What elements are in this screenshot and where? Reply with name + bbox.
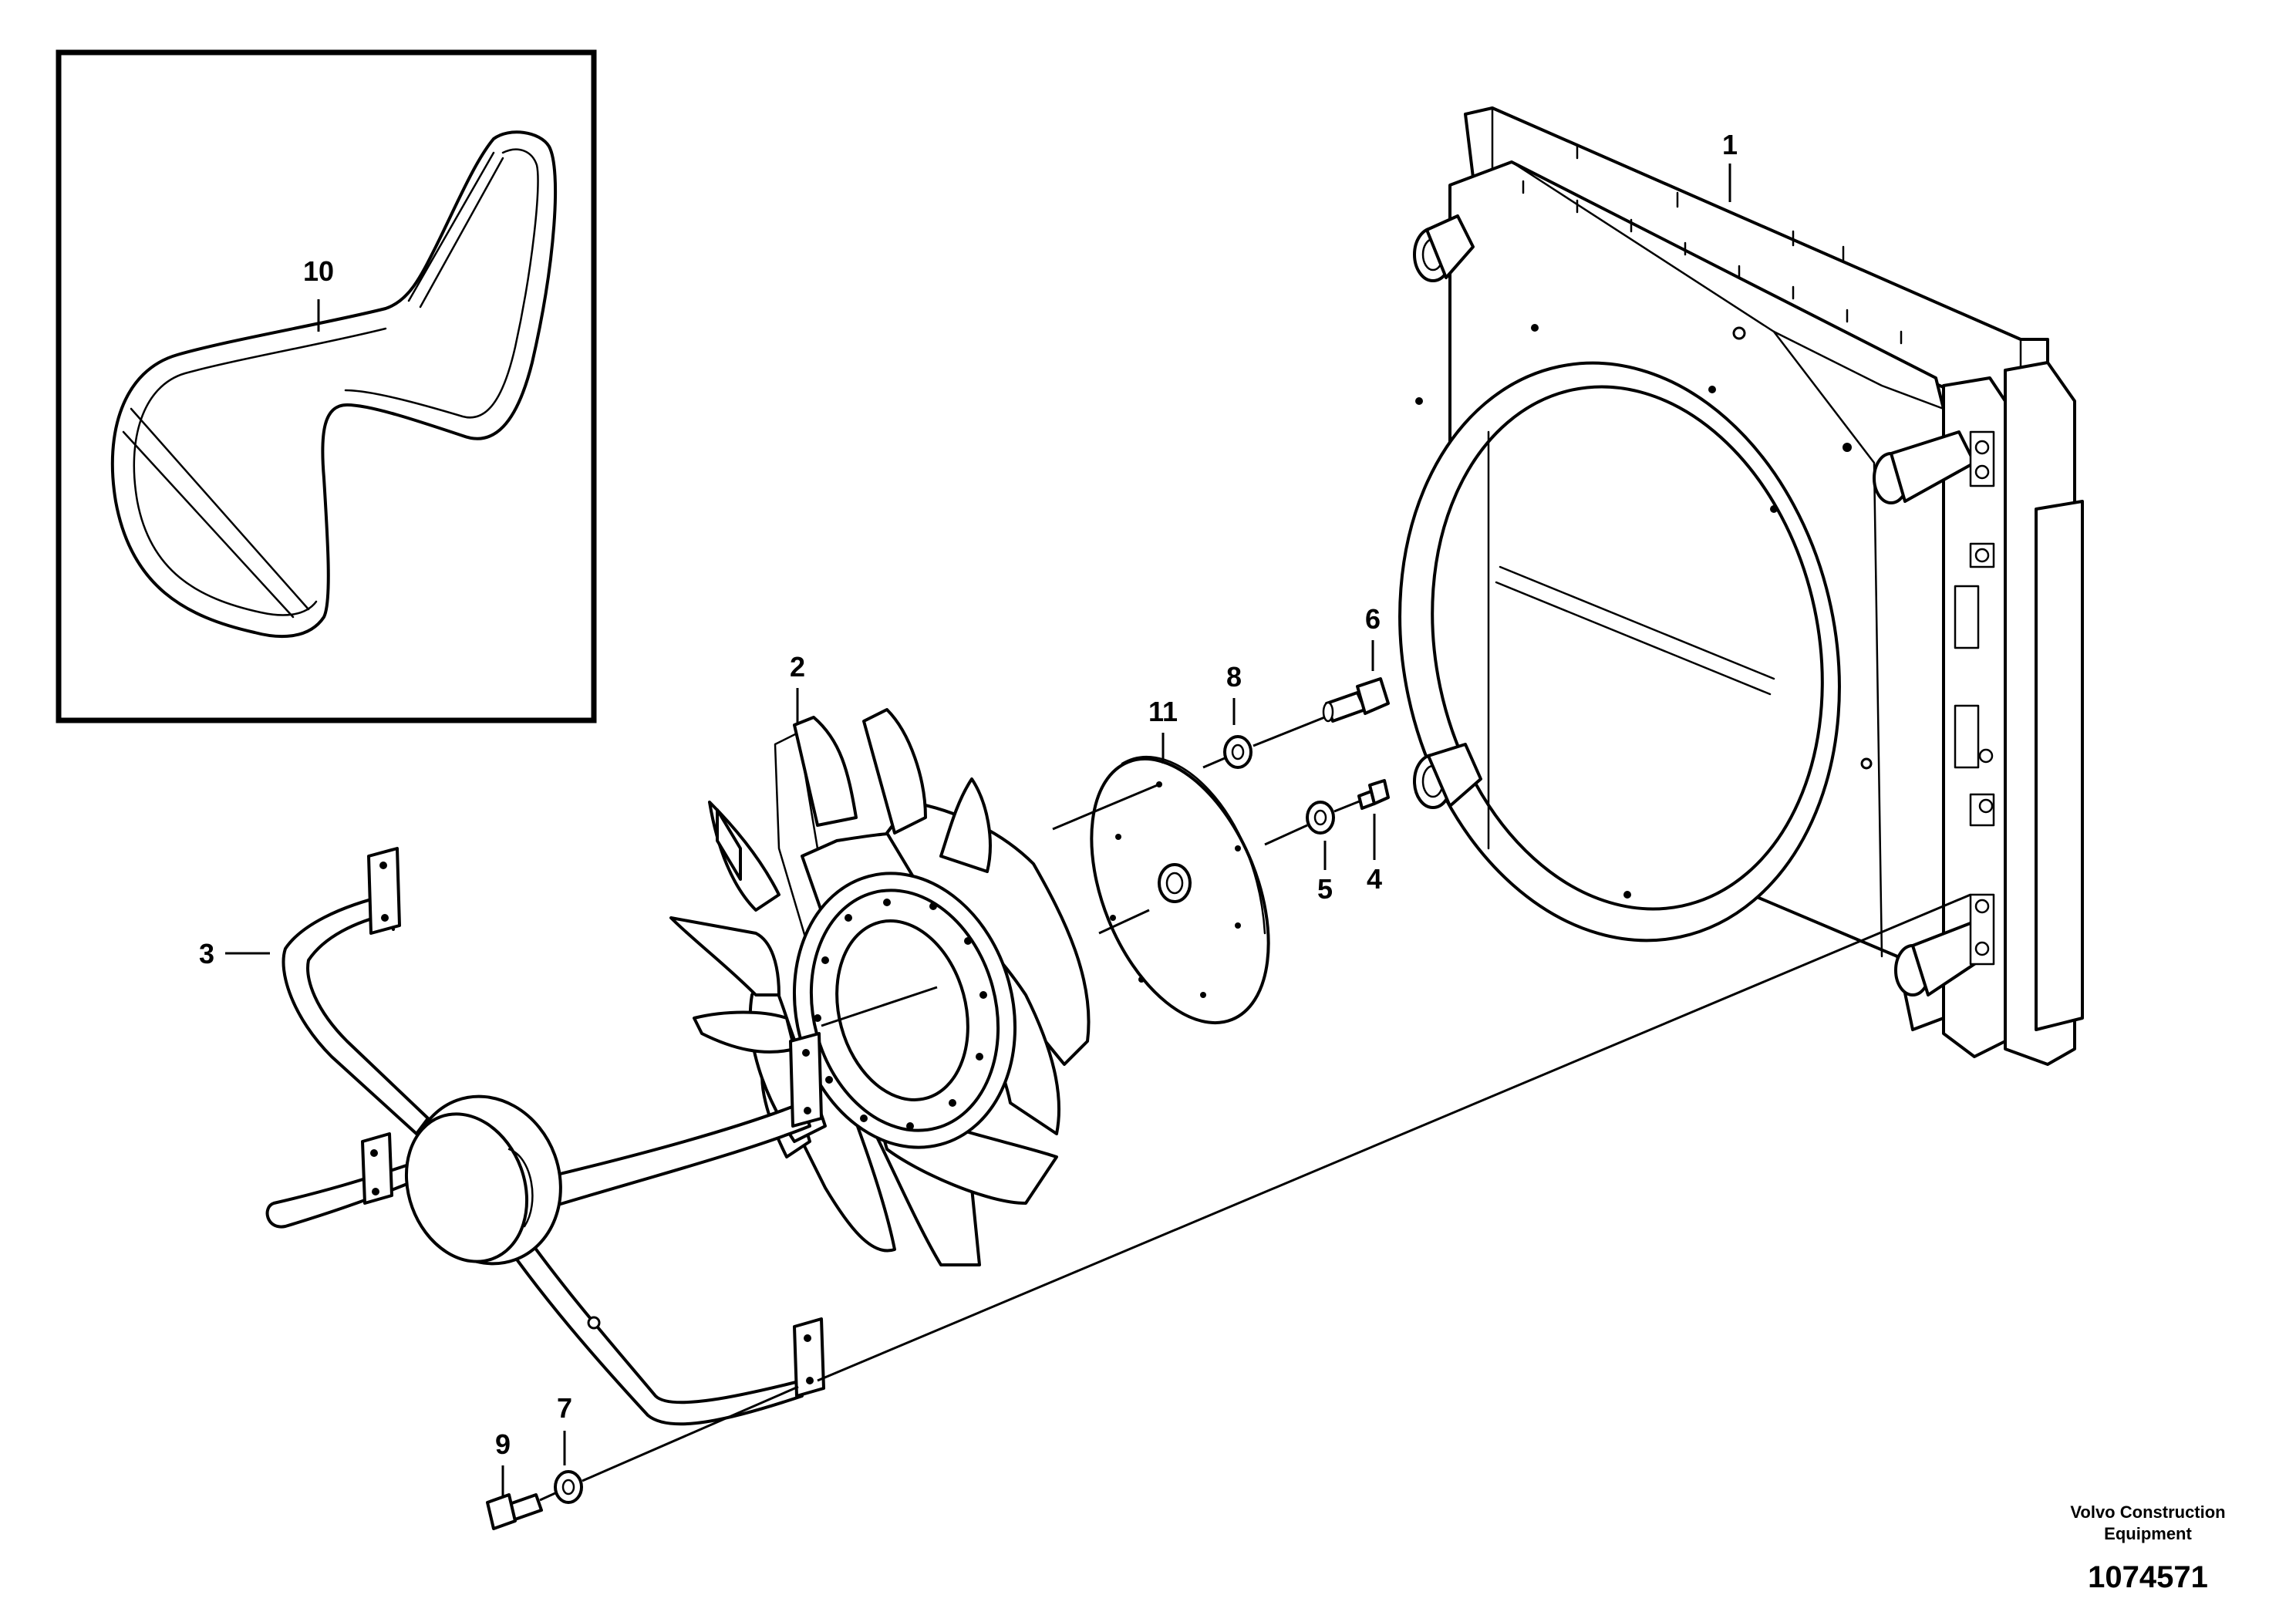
washer-8: 8 [1202, 661, 1335, 769]
screw-4: 4 [1357, 779, 1390, 895]
assembly-line-bracket [817, 893, 1971, 1382]
company-name-line1: Volvo Construction [2070, 1502, 2225, 1522]
callout-6: 6 [1365, 603, 1381, 635]
screw-6: 6 [1322, 603, 1390, 723]
callout-9: 9 [495, 1428, 511, 1460]
callout-3: 3 [199, 938, 214, 969]
footer: Volvo Construction Equipment 1074571 [2070, 1502, 2225, 1594]
fan-guard-bracket: 3 [199, 847, 825, 1426]
assembly-line-11b [1098, 909, 1150, 935]
washer-5: 5 [1264, 799, 1362, 905]
assembly-line-11a [1052, 783, 1160, 831]
washer-7: 7 [539, 1385, 799, 1504]
callout-1: 1 [1722, 129, 1738, 160]
callout-8: 8 [1226, 661, 1242, 693]
screw-9: 9 [486, 1428, 543, 1530]
callout-5: 5 [1317, 873, 1333, 905]
top-rail-pegs [1522, 143, 1903, 345]
assembly-line-fan [821, 986, 938, 1027]
fan-hub-holes [814, 899, 987, 1130]
company-name-line2: Equipment [2104, 1524, 2192, 1543]
cooling-fan: 2 [669, 651, 1091, 1266]
callout-4: 4 [1367, 863, 1382, 895]
callout-11: 11 [1148, 696, 1178, 727]
radiator-pipes [1413, 214, 1988, 996]
belt-inset: 10 [56, 49, 597, 723]
radiator-brackets [1954, 430, 1995, 966]
cover-plate: 11 [1052, 696, 1270, 1025]
callout-7: 7 [557, 1392, 572, 1424]
radiator-assembly: 1 [1398, 106, 2084, 1066]
drive-belt [110, 130, 558, 639]
shroud-bolts [1415, 324, 1873, 899]
callout-10: 10 [303, 255, 334, 287]
drawing-number: 1074571 [2088, 1560, 2208, 1594]
callout-2: 2 [790, 651, 805, 683]
fan-shroud-ring [1398, 361, 1841, 943]
